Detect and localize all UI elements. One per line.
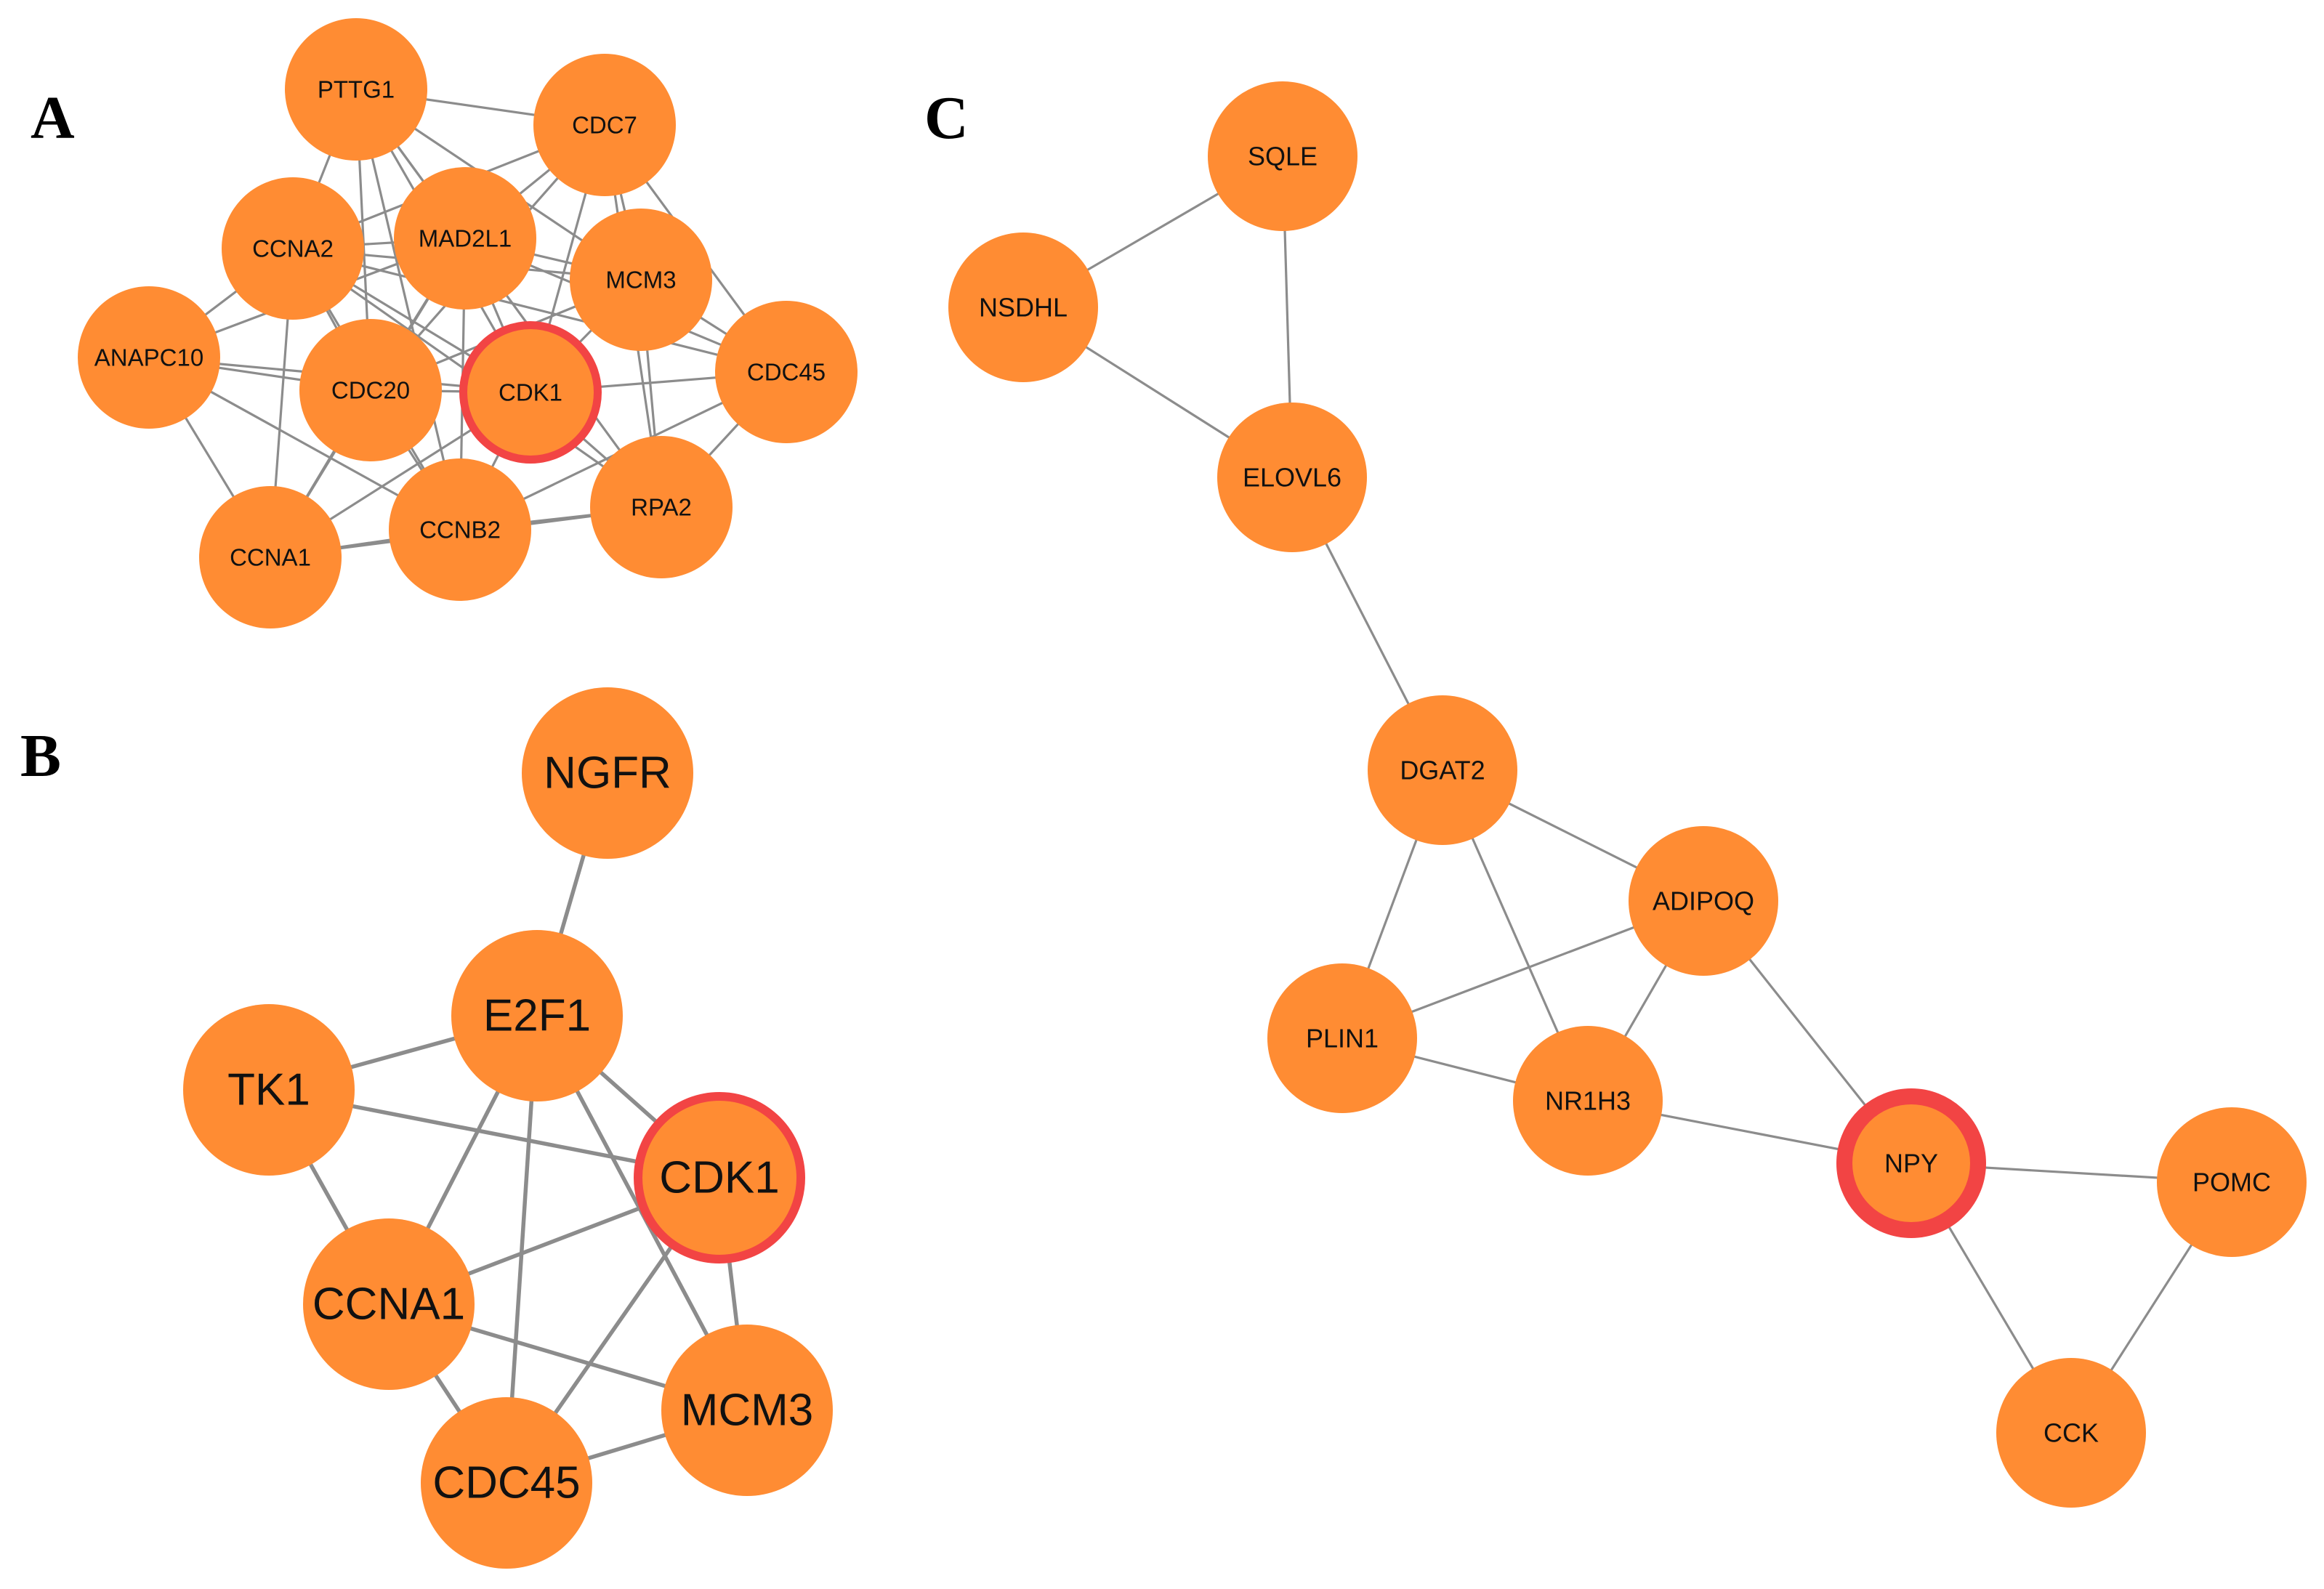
node-cdc45: CDC45 — [421, 1397, 592, 1569]
node-sqle: SQLE — [1208, 81, 1357, 231]
node-adipoq: ADIPOQ — [1629, 826, 1778, 976]
node-cdc45: CDC45 — [715, 301, 858, 443]
node-label: CCNA2 — [252, 235, 334, 262]
node-plin1: PLIN1 — [1267, 963, 1417, 1113]
node-cck: CCK — [1996, 1358, 2146, 1508]
node-circle — [199, 486, 342, 628]
node-circle — [451, 930, 623, 1101]
node-circle — [394, 167, 536, 310]
node-anapc10: ANAPC10 — [78, 286, 220, 429]
node-label: ADIPOQ — [1653, 886, 1754, 916]
node-cdk1: CDK1 — [459, 321, 602, 464]
node-ccna1: CCNA1 — [199, 486, 342, 628]
node-ccna2: CCNA2 — [222, 177, 364, 320]
node-label: MAD2L1 — [419, 225, 512, 252]
node-circle — [948, 233, 1098, 382]
node-label: CCNA1 — [230, 544, 311, 571]
node-label: SQLE — [1248, 142, 1318, 171]
node-circle — [285, 18, 427, 161]
node-circle — [590, 436, 733, 578]
node-mad2l1: MAD2L1 — [394, 167, 536, 310]
node-cdc7: CDC7 — [533, 54, 676, 196]
panel-letter-c: C — [924, 84, 969, 152]
node-label: DGAT2 — [1400, 756, 1485, 785]
hub-node-circle — [634, 1092, 805, 1263]
node-label: E2F1 — [483, 991, 591, 1041]
node-label: CDC45 — [747, 359, 826, 386]
node-mcm3: MCM3 — [570, 209, 712, 351]
node-label: CCK — [2043, 1418, 2099, 1448]
node-label: CCNB2 — [419, 517, 501, 543]
node-label: PLIN1 — [1306, 1024, 1379, 1054]
node-label: CDC45 — [432, 1458, 580, 1508]
node-pomc: POMC — [2157, 1107, 2307, 1257]
edge-pttg1-rpa2 — [355, 88, 663, 509]
node-label: MCM3 — [681, 1386, 814, 1436]
node-cdc20: CDC20 — [299, 319, 442, 461]
node-label: NPY — [1884, 1149, 1938, 1178]
node-cdk1: CDK1 — [634, 1092, 805, 1263]
node-circle — [715, 301, 858, 443]
node-circle — [303, 1218, 475, 1390]
node-dgat2: DGAT2 — [1368, 695, 1517, 845]
node-circle — [1217, 403, 1367, 552]
hub-node-circle — [1836, 1088, 1986, 1238]
node-circle — [2157, 1107, 2307, 1257]
node-ccna1: CCNA1 — [303, 1218, 475, 1390]
node-circle — [522, 687, 693, 859]
node-label: POMC — [2192, 1168, 2271, 1197]
node-circle — [1267, 963, 1417, 1113]
node-nr1h3: NR1H3 — [1513, 1026, 1663, 1176]
node-rpa2: RPA2 — [590, 436, 733, 578]
node-label: RPA2 — [631, 494, 692, 521]
node-circle — [661, 1325, 833, 1496]
node-circle — [1368, 695, 1517, 845]
node-circle — [533, 54, 676, 196]
node-label: CDK1 — [499, 379, 562, 406]
node-label: CDC20 — [331, 377, 410, 404]
node-ccnb2: CCNB2 — [389, 458, 531, 601]
node-circle — [78, 286, 220, 429]
node-label: ANAPC10 — [94, 344, 203, 371]
node-label: NR1H3 — [1545, 1086, 1631, 1116]
node-label: NGFR — [544, 748, 671, 798]
edge-pttg1-ccnb2 — [355, 88, 461, 531]
node-mcm3: MCM3 — [661, 1325, 833, 1496]
node-circle — [1629, 826, 1778, 976]
node-nsdhl: NSDHL — [948, 233, 1098, 382]
node-e2f1: E2F1 — [451, 930, 623, 1101]
node-label: CDC7 — [572, 112, 637, 139]
panel-letter-a: A — [31, 84, 75, 152]
node-pttg1: PTTG1 — [285, 18, 427, 161]
node-circle — [1513, 1026, 1663, 1176]
node-label: TK1 — [227, 1065, 310, 1115]
node-circle — [299, 319, 442, 461]
panel-letter-b: B — [20, 722, 61, 790]
node-circle — [183, 1004, 355, 1176]
edge-ccna2-cdc45 — [291, 247, 788, 373]
node-tk1: TK1 — [183, 1004, 355, 1176]
hub-node-circle — [459, 321, 602, 464]
node-npy: NPY — [1836, 1088, 1986, 1238]
node-label: ELOVL6 — [1243, 463, 1341, 493]
node-circle — [1208, 81, 1357, 231]
node-label: MCM3 — [605, 267, 676, 294]
node-label: PTTG1 — [318, 76, 395, 103]
node-label: CDK1 — [659, 1153, 779, 1203]
node-ngfr: NGFR — [522, 687, 693, 859]
node-circle — [1996, 1358, 2146, 1508]
node-circle — [389, 458, 531, 601]
node-circle — [421, 1397, 592, 1569]
node-elovl6: ELOVL6 — [1217, 403, 1367, 552]
node-label: CCNA1 — [312, 1279, 465, 1330]
node-circle — [570, 209, 712, 351]
node-label: NSDHL — [979, 293, 1068, 323]
node-circle — [222, 177, 364, 320]
